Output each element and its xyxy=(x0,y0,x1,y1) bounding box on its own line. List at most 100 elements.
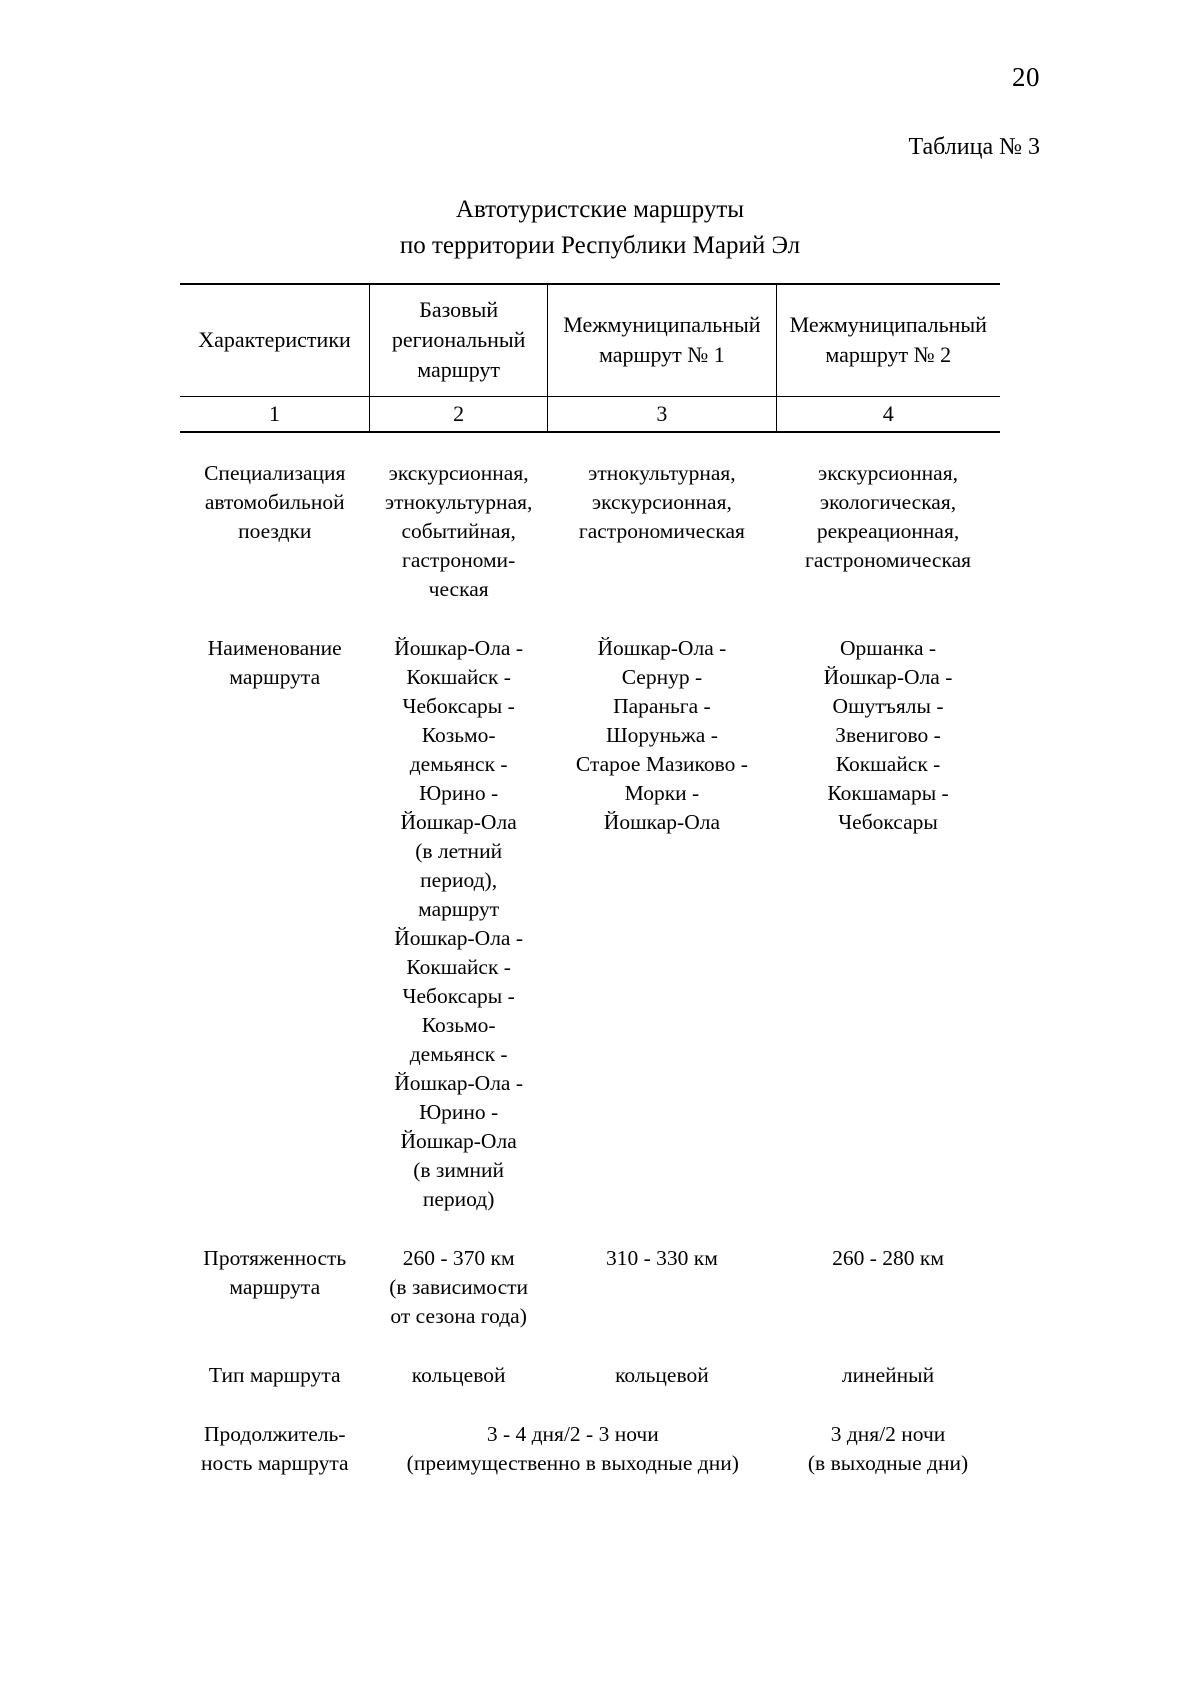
header-line: маршрут № 2 xyxy=(825,342,952,368)
cell-route-type-col4: линейный xyxy=(776,1331,1000,1390)
cell-line: Кокшайск - xyxy=(835,751,941,776)
cell-line: кольцевой xyxy=(411,1362,506,1387)
cell-route-length-col4: 260 - 280 км xyxy=(776,1214,1000,1331)
cell-line: Морки - xyxy=(624,780,700,805)
cell-line: экологическая, xyxy=(819,489,957,514)
header-line: Межмуниципальный xyxy=(789,312,987,338)
cell-route-duration-col23: 3 - 4 дня/2 - 3 ночи (преимущественно в … xyxy=(370,1390,777,1478)
cell-line: Йошкар-Ола xyxy=(400,1128,517,1153)
table-row: Специализация автомобильной поездки экск… xyxy=(180,432,1000,604)
cell-line: кольцевой xyxy=(615,1362,709,1387)
table-column-number-row: 1 2 3 4 xyxy=(180,395,1000,433)
cell-line: Козьмо- xyxy=(421,1012,496,1037)
header-cell-characteristics: Характеристики xyxy=(180,283,370,396)
cell-line: 310 - 330 км xyxy=(605,1245,718,1270)
page-title: Автотуристские маршруты по территории Ре… xyxy=(0,192,1200,264)
table-row: Наименование маршрута Йошкар-Ола - Кокша… xyxy=(180,604,1000,1214)
cell-line: 260 - 280 км xyxy=(832,1245,944,1270)
cell-line: экскурсионная, xyxy=(591,489,732,514)
cell-line: 3 дня/2 ночи xyxy=(830,1421,946,1446)
cell-route-length-col3: 310 - 330 км xyxy=(548,1214,776,1331)
header-line: Характеристики xyxy=(198,327,351,353)
column-number-3: 3 xyxy=(547,395,777,433)
cell-line: Йошкар-Ола - xyxy=(394,635,524,660)
cell-line: гастрономическая xyxy=(805,547,972,572)
table-row: Тип маршрута кольцевой кольцевой линейны… xyxy=(180,1331,1000,1390)
cell-line: маршрут xyxy=(418,896,500,921)
cell-line: Протяженность xyxy=(203,1245,347,1270)
column-number-4: 4 xyxy=(775,395,1000,433)
cell-line: Йошкар-Ола xyxy=(400,809,517,834)
cell-line: поездки xyxy=(238,518,312,543)
cell-line: Йошкар-Ола - xyxy=(823,664,953,689)
row-label-route-type: Тип маршрута xyxy=(180,1331,370,1390)
table-row: Протяженность маршрута 260 - 370 км (в з… xyxy=(180,1214,1000,1331)
cell-line: Чебоксары xyxy=(838,809,938,834)
header-line: Базовый xyxy=(419,297,499,323)
cell-route-duration-col4: 3 дня/2 ночи (в выходные дни) xyxy=(776,1390,1000,1478)
cell-line: ность маршрута xyxy=(200,1450,349,1475)
cell-line: Звенигово - xyxy=(835,722,941,747)
cell-line: Йошкар-Ола - xyxy=(394,925,524,950)
cell-line: (в выходные дни) xyxy=(807,1450,969,1475)
cell-line: Продолжитель- xyxy=(203,1421,346,1446)
cell-line: Сернур - xyxy=(621,664,703,689)
row-label-route-duration: Продолжитель- ность маршрута xyxy=(180,1390,370,1478)
cell-line: 3 - 4 дня/2 - 3 ночи xyxy=(486,1421,659,1446)
cell-line: Тип маршрута xyxy=(208,1362,341,1387)
cell-line: Наименование xyxy=(207,635,342,660)
cell-line: Кокшайск - xyxy=(406,954,511,979)
cell-line: экскурсионная, xyxy=(818,460,958,485)
cell-line: событийная, xyxy=(401,518,516,543)
row-label-specialization: Специализация автомобильной поездки xyxy=(180,432,370,604)
cell-line: автомобильной xyxy=(204,489,345,514)
cell-route-name-col4: Оршанка - Йошкар-Ола - Ошутъялы - Звениг… xyxy=(776,604,1000,1214)
cell-route-name-col3: Йошкар-Ола - Сернур - Параньга - Шоруньж… xyxy=(548,604,776,1214)
table-header-row: Характеристики Базовый региональный марш… xyxy=(180,283,1000,396)
cell-line: демьянск - xyxy=(409,751,508,776)
table-caption: Таблица № 3 xyxy=(908,134,1040,160)
header-line: маршрут № 1 xyxy=(599,342,725,368)
cell-line: экскурсионная, xyxy=(388,460,529,485)
cell-line: 260 - 370 км xyxy=(402,1245,515,1270)
cell-line: Йошкар-Ола - xyxy=(394,1070,524,1095)
header-line: маршрут xyxy=(417,357,501,383)
cell-route-length-col2: 260 - 370 км (в зависимости от сезона го… xyxy=(370,1214,548,1331)
cell-line: (в летний xyxy=(415,838,503,863)
cell-line: Кокшамары - xyxy=(827,780,949,805)
column-number-1: 1 xyxy=(180,395,370,433)
cell-line: (преимущественно в выходные дни) xyxy=(406,1450,739,1475)
cell-line: Оршанка - xyxy=(839,635,937,660)
cell-line: (в зимний xyxy=(413,1157,505,1182)
cell-line: Йошкар-Ола - xyxy=(597,635,727,660)
page-number: 20 xyxy=(1012,62,1040,92)
header-cell-intermunicipal-route-1: Межмуниципальный маршрут № 1 xyxy=(547,283,777,396)
cell-line: Юрино - xyxy=(419,1099,499,1124)
cell-line: этнокультурная, xyxy=(588,460,736,485)
header-cell-base-regional-route: Базовый региональный маршрут xyxy=(369,283,548,396)
cell-line: Чебоксары - xyxy=(402,693,515,718)
cell-specialization-col3: этнокультурная, экскурсионная, гастроном… xyxy=(548,432,776,604)
cell-line: Специализация xyxy=(204,460,346,485)
cell-line: маршрута xyxy=(229,664,321,689)
cell-line: период) xyxy=(422,1186,495,1211)
cell-line: этнокультурная, xyxy=(384,489,533,514)
cell-line: Старое Мазиково - xyxy=(575,751,748,776)
cell-line: маршрута xyxy=(229,1274,321,1299)
cell-route-type-col3: кольцевой xyxy=(548,1331,776,1390)
cell-route-type-col2: кольцевой xyxy=(370,1331,548,1390)
cell-specialization-col4: экскурсионная, экологическая, рекреацион… xyxy=(776,432,1000,604)
cell-route-name-col2: Йошкар-Ола - Кокшайск - Чебоксары - Козь… xyxy=(370,604,548,1214)
title-line-2: по территории Республики Марий Эл xyxy=(399,232,801,259)
cell-line: Козьмо- xyxy=(421,722,496,747)
cell-specialization-col2: экскурсионная, этнокультурная, событийна… xyxy=(370,432,548,604)
cell-line: Кокшайск - xyxy=(406,664,511,689)
cell-line: линейный xyxy=(841,1362,935,1387)
cell-line: демьянск - xyxy=(409,1041,508,1066)
header-line: региональный xyxy=(391,327,526,353)
header-line: Межмуниципальный xyxy=(563,312,761,338)
cell-line: период), xyxy=(420,867,498,892)
column-number-2: 2 xyxy=(369,395,548,433)
cell-line: гастрономи- xyxy=(402,547,516,572)
